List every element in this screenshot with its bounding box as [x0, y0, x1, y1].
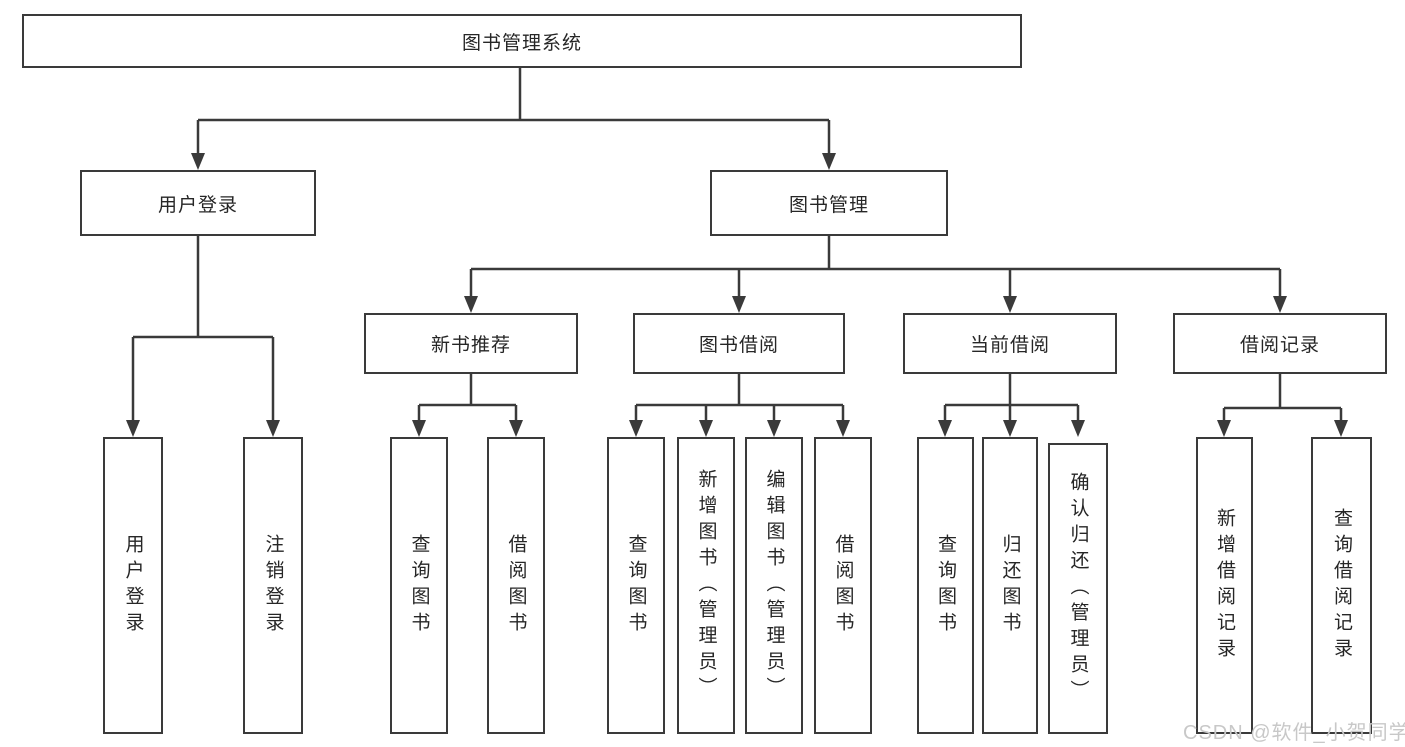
csdn-watermark: CSDN @软件_小贺同学: [1183, 722, 1405, 744]
node-user-login-branch: 用户登录: [80, 170, 316, 236]
leaf-user-login-label: 用户登录: [122, 533, 144, 638]
leaf-user-login: 用户登录: [103, 437, 163, 734]
leaf-confirm-return-admin: 确认归还（管理员）: [1048, 443, 1108, 734]
leaf-query-books-recommend: 查询图书: [390, 437, 448, 734]
leaf-add-books-admin-label: 新增图书（管理员）: [695, 468, 717, 703]
leaf-query-books-recommend-label: 查询图书: [408, 533, 430, 638]
leaf-borrow-books-label: 借阅图书: [832, 533, 854, 638]
leaf-return-books-label: 归还图书: [999, 533, 1021, 638]
node-root-system: 图书管理系统: [22, 14, 1022, 68]
node-book-borrowing: 图书借阅: [633, 313, 845, 374]
leaf-query-books-borrow: 查询图书: [607, 437, 665, 734]
leaf-query-books-borrow-label: 查询图书: [625, 533, 647, 638]
leaf-logout: 注销登录: [243, 437, 303, 734]
node-borrowing-records: 借阅记录: [1173, 313, 1387, 374]
leaf-add-borrow-record-label: 新增借阅记录: [1214, 507, 1235, 664]
leaf-borrow-books-recommend-label: 借阅图书: [505, 533, 527, 638]
leaf-edit-books-admin-label: 编辑图书（管理员）: [763, 468, 785, 703]
leaf-edit-books-admin: 编辑图书（管理员）: [745, 437, 803, 734]
leaf-add-books-admin: 新增图书（管理员）: [677, 437, 735, 734]
leaf-query-borrow-record-label: 查询借阅记录: [1331, 507, 1352, 664]
leaf-borrow-books: 借阅图书: [814, 437, 872, 734]
leaf-query-books-current-label: 查询图书: [935, 533, 956, 638]
leaf-logout-label: 注销登录: [262, 533, 284, 638]
leaf-add-borrow-record: 新增借阅记录: [1196, 437, 1253, 734]
node-book-management: 图书管理: [710, 170, 948, 236]
node-current-borrowing: 当前借阅: [903, 313, 1117, 374]
leaf-query-books-current: 查询图书: [917, 437, 974, 734]
leaf-borrow-books-recommend: 借阅图书: [487, 437, 545, 734]
node-new-book-recommend: 新书推荐: [364, 313, 578, 374]
leaf-query-borrow-record: 查询借阅记录: [1311, 437, 1372, 734]
leaf-confirm-return-admin-label: 确认归还（管理员）: [1067, 471, 1089, 706]
leaf-return-books: 归还图书: [982, 437, 1038, 734]
